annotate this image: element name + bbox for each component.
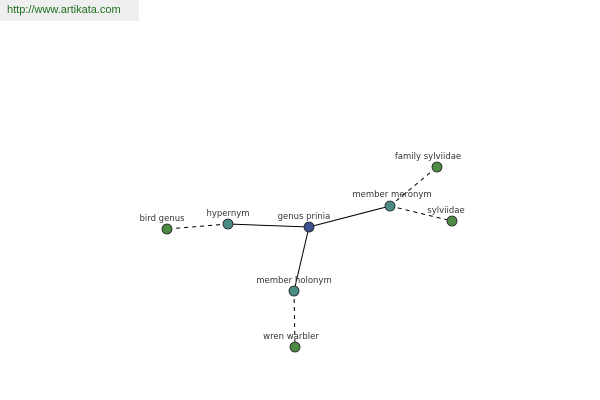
- edge-member-meronym-to-family-sylviidae: [389, 166, 438, 207]
- node-label-member-holonym[interactable]: member holonym: [256, 276, 331, 286]
- edge-genus-prinia-to-member-holonym: [293, 226, 310, 292]
- nodes-layer: [161, 161, 458, 353]
- edge-genus-prinia-to-member-meronym: [308, 205, 391, 228]
- node-label-member-meronym[interactable]: member meronym: [352, 190, 431, 200]
- node-genus-prinia[interactable]: [303, 221, 315, 233]
- node-label-sylviidae[interactable]: sylviidae: [427, 206, 464, 216]
- edge-member-holonym-to-wren-warbler: [293, 290, 296, 348]
- node-family-sylviidae[interactable]: [431, 161, 443, 173]
- node-member-holonym[interactable]: [288, 285, 300, 297]
- source-url-link[interactable]: http://www.artikata.com: [0, 0, 139, 21]
- labels-layer: genus prinia hypernym member meronym member…: [139, 152, 464, 342]
- node-label-hypernym[interactable]: hypernym: [206, 209, 249, 219]
- node-label-wren-warbler[interactable]: wren warbler: [263, 332, 319, 342]
- edge-member-meronym-to-sylviidae: [389, 205, 453, 222]
- edge-hypernym-to-bird-genus: [166, 223, 229, 230]
- node-member-meronym[interactable]: [384, 200, 396, 212]
- node-label-genus-prinia[interactable]: genus prinia: [278, 212, 331, 222]
- edges-layer: [166, 166, 453, 348]
- node-bird-genus[interactable]: [161, 223, 173, 235]
- node-label-family-sylviidae[interactable]: family sylviidae: [395, 152, 461, 162]
- node-label-bird-genus[interactable]: bird genus: [139, 214, 185, 224]
- edge-genus-prinia-to-hypernym: [227, 223, 310, 228]
- node-sylviidae[interactable]: [446, 215, 458, 227]
- node-hypernym[interactable]: [222, 218, 234, 230]
- node-wren-warbler[interactable]: [289, 341, 301, 353]
